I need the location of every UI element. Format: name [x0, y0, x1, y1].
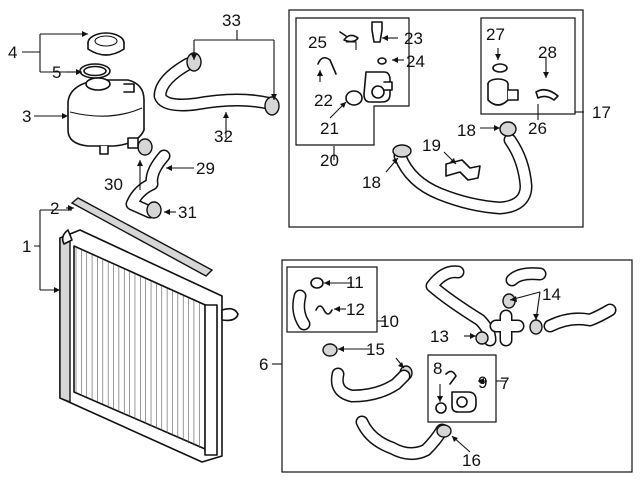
callout-18b: 18	[457, 121, 476, 140]
callout-33: 33	[222, 11, 241, 30]
callout-21: 21	[320, 119, 339, 138]
o-ring-24	[377, 57, 387, 65]
coolant-flange	[363, 71, 393, 103]
callout-5: 5	[52, 63, 61, 82]
frame-group-20	[295, 17, 410, 146]
clip-9	[445, 370, 457, 385]
callout-22: 22	[314, 91, 333, 110]
callout-11: 11	[346, 273, 364, 292]
callout-1: 1	[22, 237, 31, 256]
reservoir-cap	[87, 32, 125, 56]
callout-17: 17	[592, 103, 611, 122]
hose-clamp-18b	[499, 121, 517, 137]
callout-20: 20	[320, 151, 339, 170]
callout-25: 25	[308, 33, 327, 52]
expansion-tank	[67, 77, 145, 155]
middle-coolant-hose	[330, 367, 411, 403]
pipe-fitting-10	[292, 289, 311, 331]
frame-group-6	[281, 259, 633, 473]
radiator	[59, 229, 239, 463]
o-ring-21	[345, 90, 363, 106]
right-coolant-hose	[543, 303, 617, 333]
hose-clamp-13	[475, 331, 489, 345]
spring-clip-25	[339, 31, 359, 43]
o-ring-27	[492, 63, 508, 73]
hose-clamp-14b	[529, 319, 543, 335]
cap-o-ring	[79, 63, 111, 79]
long-coolant-pipe	[425, 265, 497, 347]
frame-group-7	[427, 354, 497, 423]
frame-group-26	[480, 17, 576, 115]
callout-6: 6	[259, 355, 268, 374]
callout-10: 10	[380, 312, 399, 331]
clip-28	[535, 88, 559, 101]
bracket-19	[445, 159, 481, 181]
hose-clamp-31	[146, 201, 162, 219]
callout-29: 29	[196, 159, 215, 178]
clip-12	[315, 305, 333, 315]
bottom-coolant-hose	[355, 415, 449, 460]
callout-13: 13	[430, 327, 449, 346]
callout-24: 24	[406, 52, 425, 71]
callout-14: 14	[542, 285, 561, 304]
frame-group-17	[288, 9, 584, 228]
o-ring-8	[435, 402, 447, 414]
callout-3: 3	[22, 107, 31, 126]
hose-clamp-18a	[392, 144, 412, 158]
upper-hose	[153, 57, 279, 112]
callout-31: 31	[178, 203, 197, 222]
o-ring-11	[310, 277, 324, 289]
hose-clamp-33b	[264, 96, 280, 116]
callout-30: 30	[104, 175, 123, 194]
short-hose-upper	[505, 267, 547, 287]
callout-16: 16	[462, 451, 481, 470]
callout-7: 7	[500, 374, 509, 393]
callout-19: 19	[422, 136, 441, 155]
callout-32: 32	[214, 127, 233, 146]
frame-group-10	[286, 266, 378, 333]
leader-arrowheads	[54, 31, 549, 442]
radiator-seal-strip	[70, 197, 214, 277]
callout-18a: 18	[362, 173, 381, 192]
callout-28: 28	[538, 43, 557, 62]
lower-coolant-hose	[393, 133, 533, 215]
callout-2: 2	[50, 199, 59, 218]
callout-12: 12	[346, 300, 365, 319]
pipe-fitting-7	[451, 391, 477, 413]
callout-15: 15	[366, 340, 385, 359]
hose-clamp-15a	[322, 343, 338, 357]
hose-clamp-16	[436, 424, 452, 438]
thermostat-housing	[487, 78, 519, 106]
callout-27: 27	[486, 25, 505, 44]
sensor-23	[371, 21, 383, 43]
callout-26: 26	[528, 119, 547, 138]
callout-8: 8	[433, 359, 442, 378]
t-connector	[489, 309, 525, 347]
callout-23: 23	[404, 29, 423, 48]
clip-22	[317, 56, 337, 75]
hose-clamp-14a	[502, 293, 516, 309]
tank-hose	[125, 149, 171, 219]
callout-4: 4	[8, 43, 17, 62]
hose-clamp-30	[137, 138, 153, 156]
